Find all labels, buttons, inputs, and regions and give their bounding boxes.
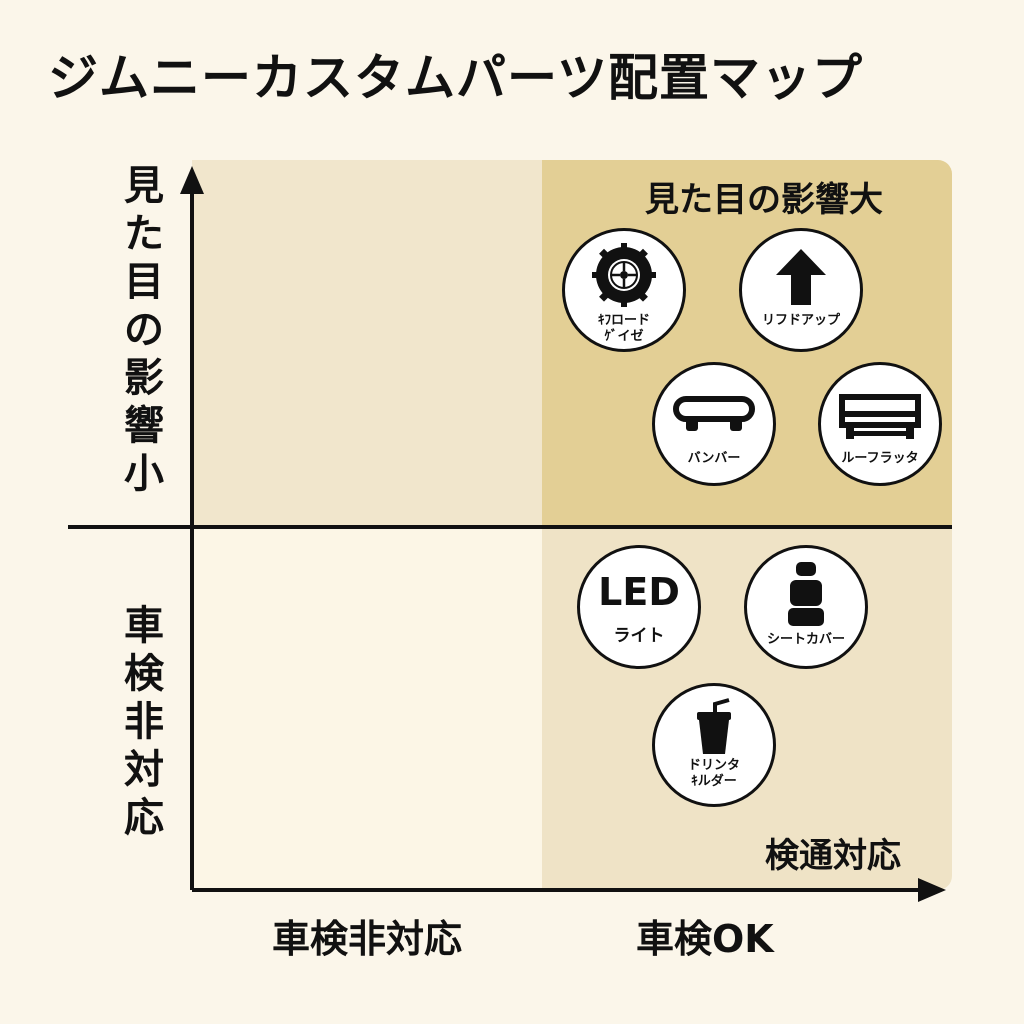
seat-icon	[788, 562, 824, 626]
y-top-char-7: 小	[124, 451, 164, 497]
y-top-char-6: 響	[124, 403, 164, 449]
y-top-char-3: 目	[124, 259, 164, 305]
part-seat-cover[interactable]: シートカバー	[744, 545, 868, 669]
y-top-char-5: 影	[124, 355, 164, 401]
part-label: ｷﾌロード	[597, 313, 650, 328]
part-label-line2: ｹﾞイゼ	[604, 329, 644, 344]
part-led-light[interactable]: LED ライト	[577, 545, 701, 669]
part-roof-rack[interactable]: ルーフラッタ	[818, 362, 942, 486]
y-top-char-4: の	[124, 307, 164, 353]
bumper-icon	[673, 396, 755, 431]
part-drink-holder[interactable]: ドリンタ ｷルダー	[652, 683, 776, 807]
quadrant-top-left	[192, 160, 542, 527]
x-axis-arrowhead	[918, 878, 946, 902]
arrow-up-icon	[776, 249, 826, 305]
y-axis-top-label: 見 た 目 の 影 響 小	[124, 162, 164, 498]
part-label: リフドアップ	[761, 313, 840, 328]
led-icon: LED	[598, 570, 680, 614]
part-label: ドリンタ	[687, 758, 740, 773]
y-bottom-char-3: 非	[124, 699, 164, 745]
part-label: ルーフラッタ	[841, 451, 919, 466]
part-label: シートカバー	[766, 632, 845, 647]
y-bottom-char-2: 検	[124, 651, 164, 697]
quadrant-label-top-right: 見た目の影響大	[645, 180, 883, 220]
y-axis-arrowhead	[180, 166, 204, 194]
roof-rack-icon	[839, 394, 921, 439]
quadrant-bottom-left	[192, 527, 542, 890]
y-bottom-char-4: 対	[124, 747, 164, 793]
part-bumper[interactable]: バンバー	[652, 362, 776, 486]
y-bottom-char-1: 車	[124, 603, 164, 649]
page-title: ジムニーカスタムパーツ配置マップ	[48, 49, 863, 107]
y-bottom-char-5: 応	[124, 795, 164, 841]
part-label-line2: ｷルダー	[691, 774, 737, 789]
y-axis-bottom-label: 車 検 非 対 応	[124, 602, 164, 842]
part-offroad-tire[interactable]: ｷﾌロード ｹﾞイゼ	[562, 228, 686, 352]
part-lift-up[interactable]: リフドアップ	[739, 228, 863, 352]
y-top-char-2: た	[124, 211, 164, 257]
y-top-char-1: 見	[124, 163, 164, 209]
quadrant-label-bottom-right: 検通対応	[765, 836, 901, 876]
cup-icon	[697, 698, 731, 754]
x-axis-right-label: 車検OK	[636, 917, 774, 961]
tire-icon	[592, 243, 656, 307]
x-axis-left-label: 車検非対応	[272, 917, 463, 961]
part-label: ライト	[613, 626, 665, 646]
part-label: バンバー	[687, 451, 741, 466]
